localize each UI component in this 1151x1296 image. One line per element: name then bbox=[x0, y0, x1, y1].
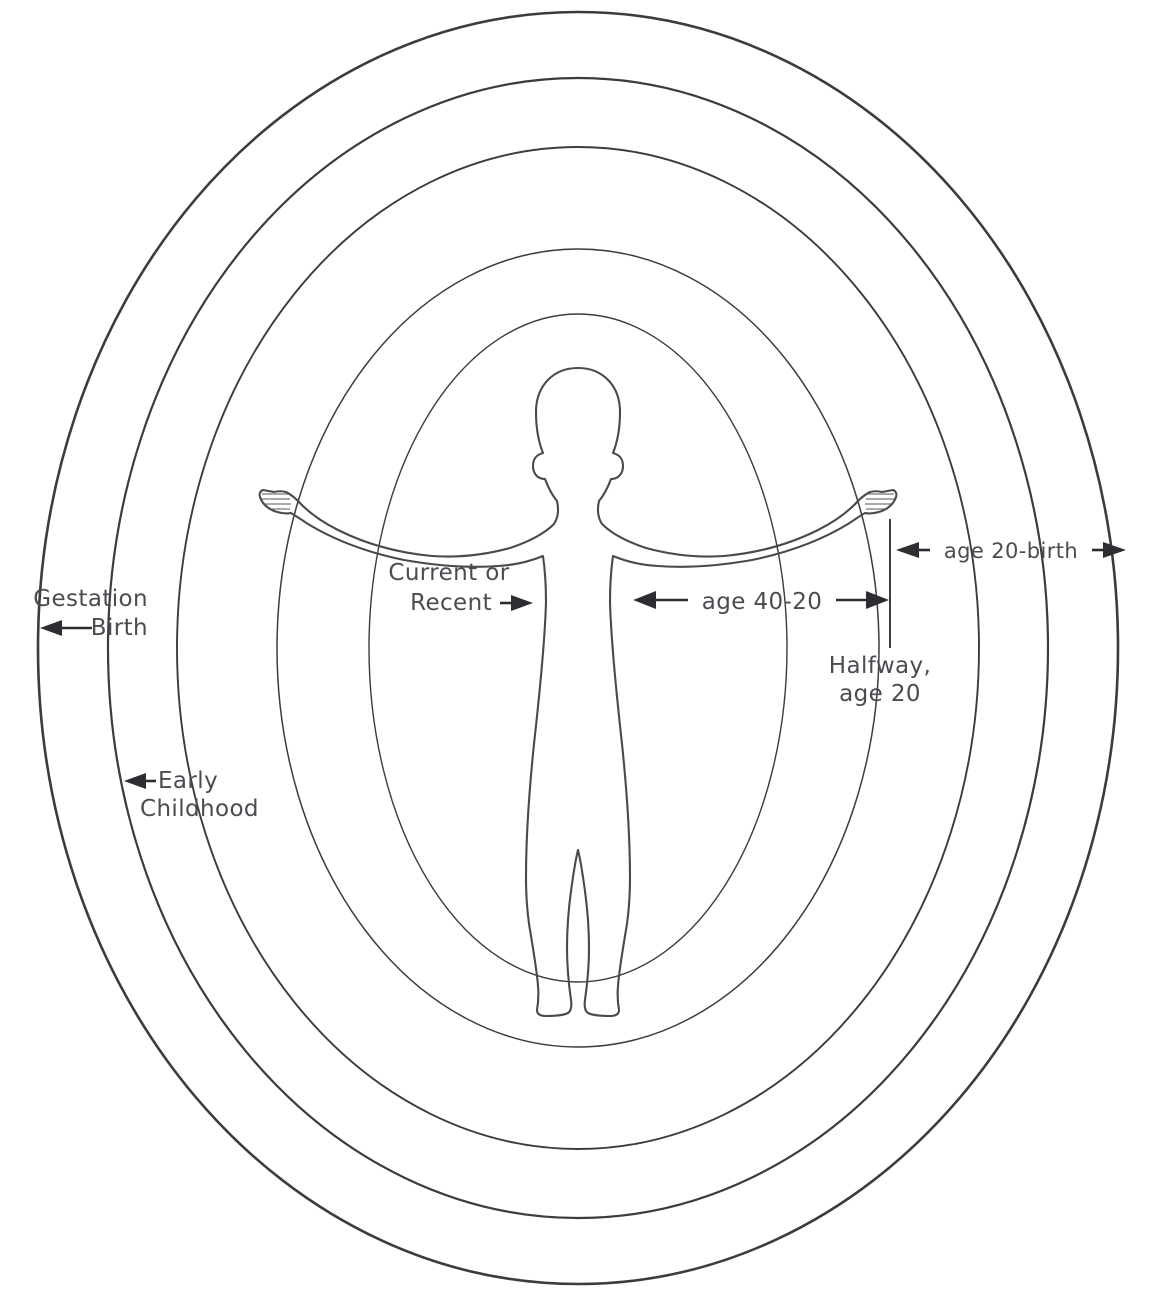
ring-3 bbox=[176, 146, 980, 1150]
halfway-label-line1: Halfway, bbox=[829, 653, 932, 679]
age-20-birth-label: age 20-birth bbox=[944, 539, 1078, 563]
ring-group bbox=[36, 10, 1120, 1286]
early-childhood-label-line2: Childhood bbox=[140, 796, 259, 822]
current-recent-label-line1: Current or bbox=[388, 560, 509, 586]
current-recent-label-line2: Recent bbox=[410, 590, 492, 616]
label-current-or-recent: Current or Recent bbox=[388, 560, 533, 616]
age-40-20-label: age 40-20 bbox=[702, 589, 823, 615]
gestation-label-line1: Gestation bbox=[33, 586, 148, 612]
halfway-label-line2: age 20 bbox=[839, 681, 921, 707]
age-20-birth-arrow-head-right-icon bbox=[1103, 542, 1126, 558]
left-hand-icon bbox=[262, 493, 291, 510]
label-age-20-birth: age 20-birth bbox=[896, 539, 1126, 563]
ring-2 bbox=[106, 76, 1050, 1220]
ring-1-outermost bbox=[36, 10, 1120, 1286]
gestation-arrow-head-icon bbox=[40, 620, 62, 636]
ring-5-innermost bbox=[368, 313, 788, 983]
early-childhood-label-line1: Early bbox=[158, 768, 218, 794]
ring-4 bbox=[276, 248, 880, 1048]
birth-label-line2: Birth bbox=[91, 615, 148, 641]
right-hand-icon bbox=[865, 493, 894, 510]
current-recent-arrow-head-icon bbox=[511, 595, 533, 611]
human-figure-outline bbox=[258, 366, 898, 1018]
age-40-20-arrow-head-left-icon bbox=[633, 591, 656, 609]
early-childhood-arrow-head-icon bbox=[124, 773, 146, 789]
label-gestation-birth: Gestation Birth bbox=[33, 586, 148, 641]
label-early-childhood: Early Childhood bbox=[124, 768, 259, 822]
label-halfway-age-20: Halfway, age 20 bbox=[829, 653, 932, 707]
age-20-birth-arrow-head-left-icon bbox=[896, 542, 919, 558]
label-age-40-20: age 40-20 bbox=[633, 589, 889, 615]
age-40-20-arrow-head-right-icon bbox=[866, 591, 889, 609]
